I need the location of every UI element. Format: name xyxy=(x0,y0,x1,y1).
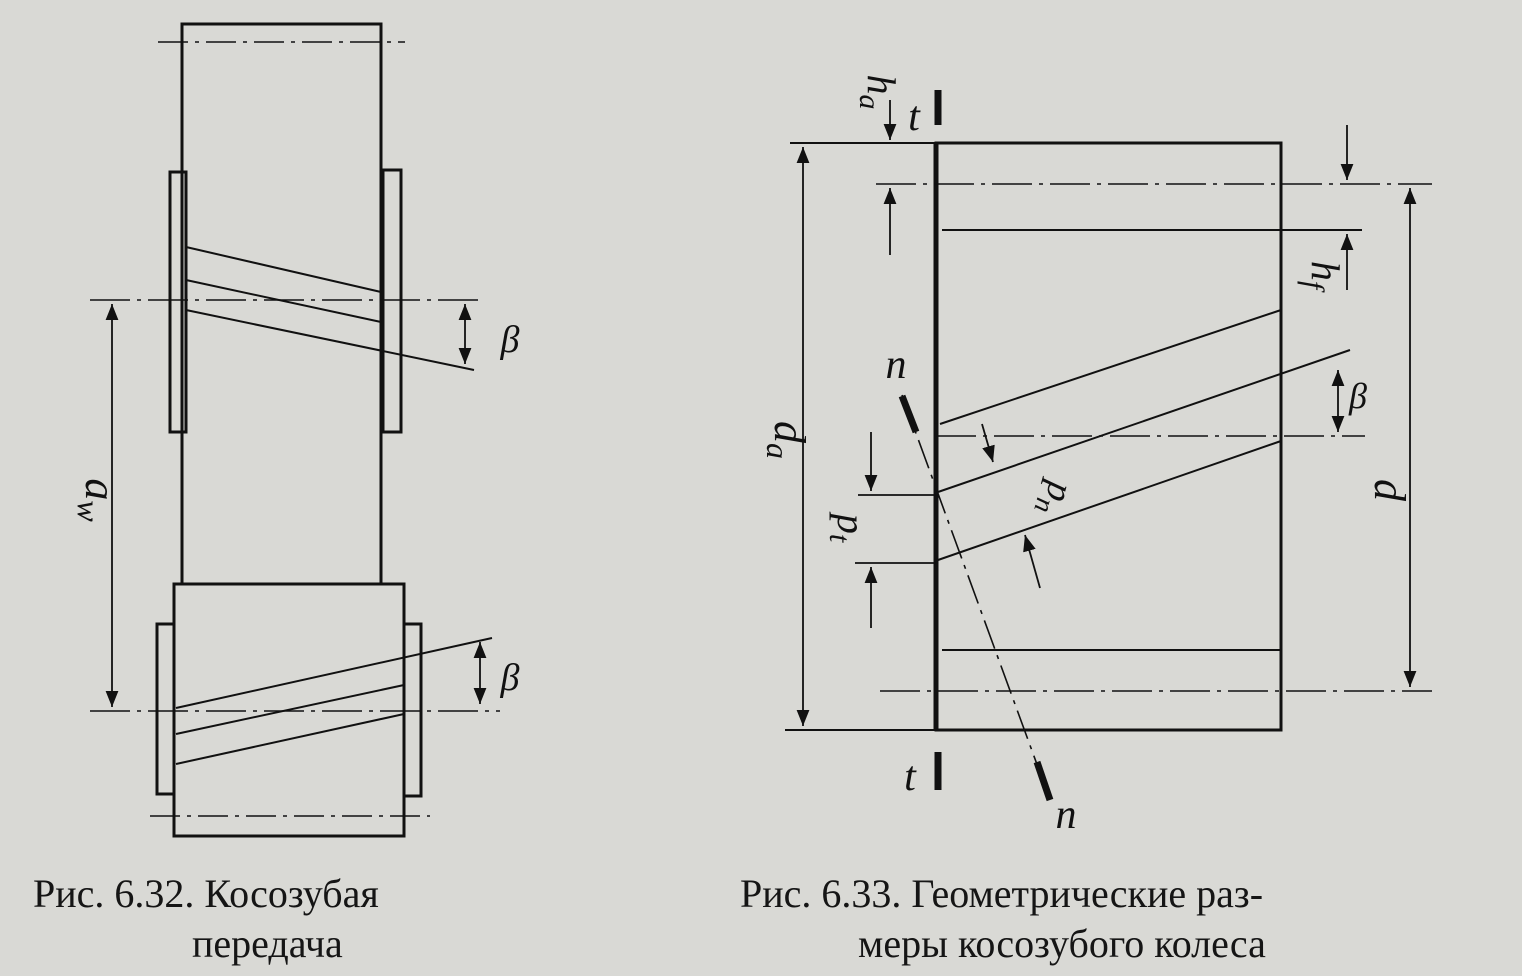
pn-arrow-bottom xyxy=(1023,534,1041,589)
pt-main: p xyxy=(829,511,874,534)
svg-text:hf: hf xyxy=(1297,261,1348,293)
caption-fig-6-33-line2: меры косозубого колеса xyxy=(858,921,1266,966)
n-label-top: n xyxy=(886,342,907,388)
aw-label: aw xyxy=(71,478,125,522)
n-label-bottom: n xyxy=(1056,792,1077,838)
da-sub: a xyxy=(760,443,796,459)
da-main: d xyxy=(765,421,814,444)
upper-gear-right-hub xyxy=(381,168,403,434)
upper-helix-line-1 xyxy=(185,246,382,293)
normal-section-end-bottom xyxy=(1033,760,1054,802)
d-main: d xyxy=(1365,479,1414,502)
t-label-top: t xyxy=(908,94,921,140)
aw-main: a xyxy=(76,478,125,500)
lower-helix-line-1 xyxy=(175,637,493,709)
upper-helix-line-2 xyxy=(185,279,382,323)
upper-gear-left-hub xyxy=(168,170,188,434)
t-label-bottom: t xyxy=(904,754,917,800)
fig-6-32-drawing xyxy=(90,22,500,838)
caption-fig-6-32-line1: Рис. 6.32. Косозубая xyxy=(33,871,379,916)
lower-helix-line-3 xyxy=(175,713,405,765)
lower-helix-line-2 xyxy=(175,684,405,735)
ha-sub: a xyxy=(853,95,886,110)
svg-text:da: da xyxy=(760,421,814,459)
pt-label: pt xyxy=(823,511,874,543)
tooth-line-1 xyxy=(939,309,1282,425)
hf-main: h xyxy=(1303,261,1348,281)
upper-gear-body xyxy=(180,22,383,586)
aw-sub: w xyxy=(71,500,107,522)
tooth-line-2 xyxy=(937,349,1351,493)
fig-6-33-drawing xyxy=(785,90,1432,802)
hf-label: hf xyxy=(1297,261,1348,293)
ha-label: ha xyxy=(853,75,904,110)
pt-sub: t xyxy=(823,534,856,543)
beta-label-wheel: β xyxy=(1348,376,1367,416)
tooth-line-3 xyxy=(937,440,1282,561)
svg-text:pt: pt xyxy=(823,511,874,543)
d-label: d xyxy=(1365,479,1414,502)
svg-text:aw: aw xyxy=(71,478,125,522)
lower-gear-left-hub xyxy=(155,622,176,796)
beta-label-bottom: β xyxy=(500,657,520,699)
normal-section-line xyxy=(901,394,1051,801)
caption-fig-6-33-line1: Рис. 6.33. Геометрические раз- xyxy=(740,871,1264,916)
caption-fig-6-32-line2: передача xyxy=(192,921,343,966)
upper-helix-line-3 xyxy=(185,309,475,371)
lower-gear-right-hub xyxy=(402,622,423,798)
fig-6-32-labels: β β aw xyxy=(71,319,520,699)
fig-6-33-labels: ha hf da d pt pn β t t n n xyxy=(760,75,1414,839)
normal-section-end-top xyxy=(898,394,920,434)
beta-label-top: β xyxy=(500,319,520,361)
svg-text:ha: ha xyxy=(853,75,904,110)
pn-arrow-top xyxy=(981,423,995,463)
hf-sub: f xyxy=(1297,281,1330,293)
da-label: da xyxy=(760,421,814,459)
ha-main: h xyxy=(859,75,904,95)
